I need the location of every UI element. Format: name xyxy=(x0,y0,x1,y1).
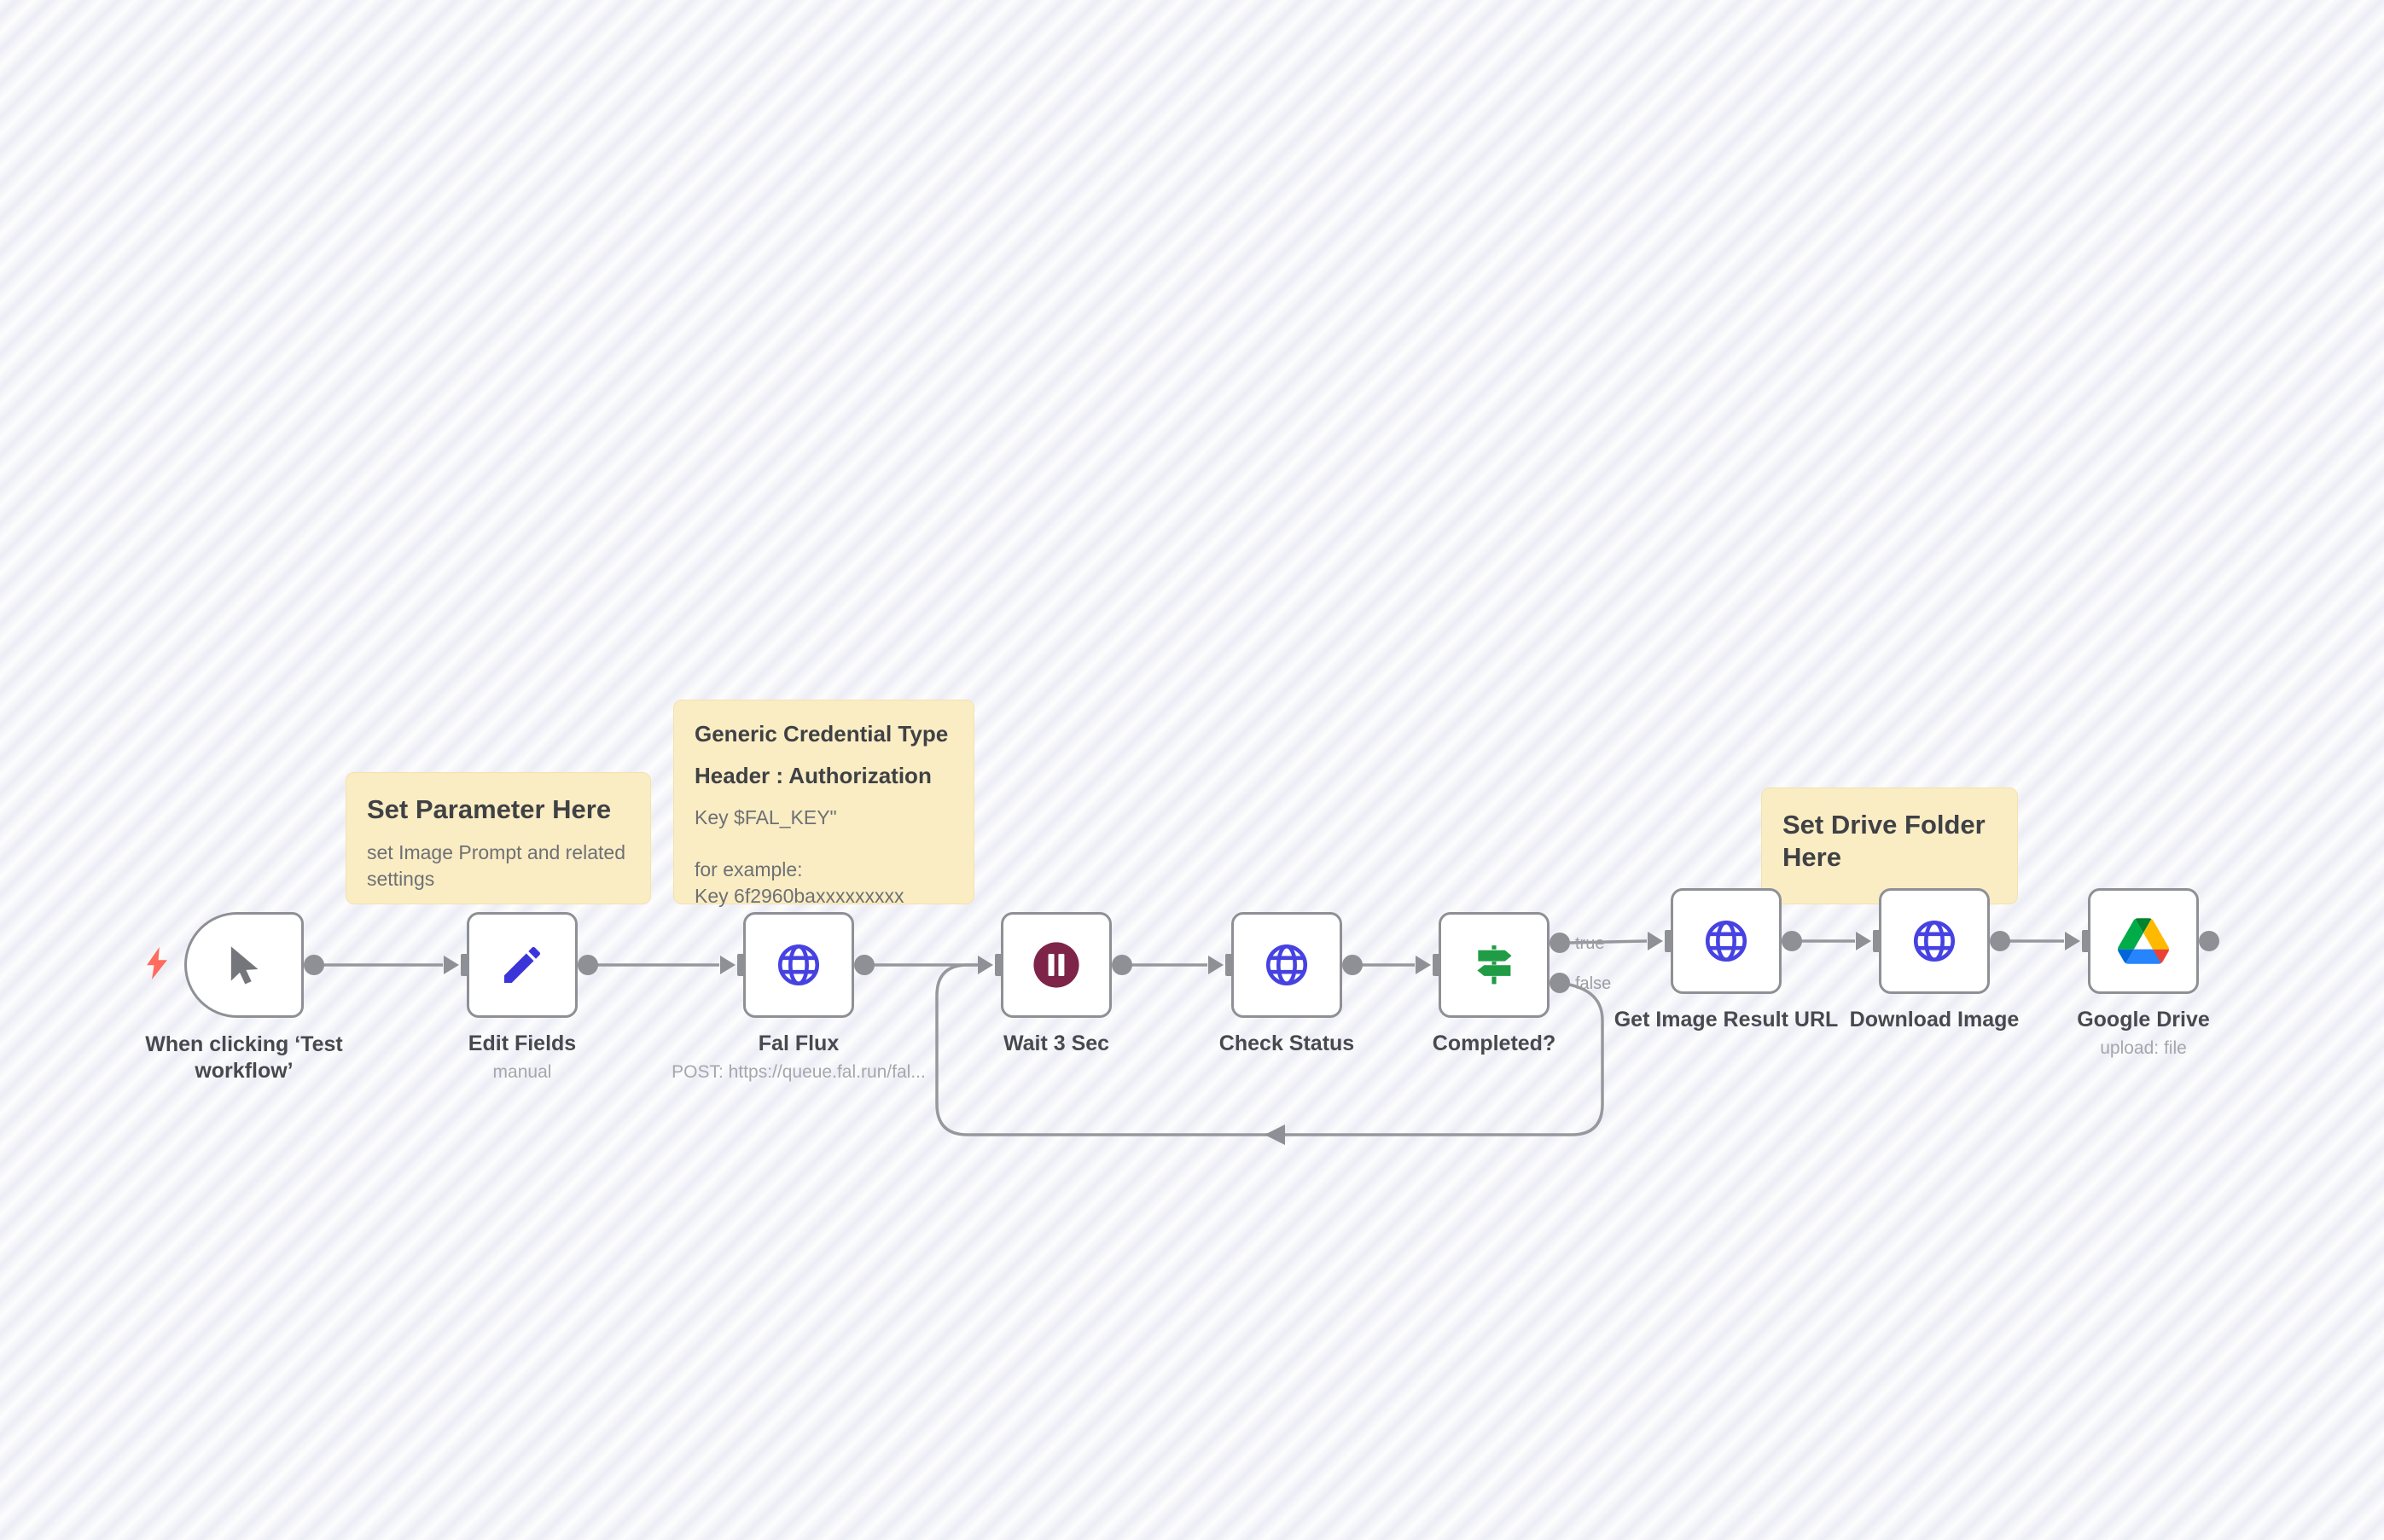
node-label: When clicking ‘Test workflow’ xyxy=(145,1032,343,1083)
sticky-title-line: Header : Authorization xyxy=(695,763,932,789)
output-endpoint[interactable] xyxy=(1342,955,1363,975)
node-body[interactable] xyxy=(1231,912,1342,1018)
node-google-drive[interactable]: Google Drive upload: file xyxy=(2077,888,2210,1058)
sticky-body-line: Key $FAL_KEY" xyxy=(695,806,837,829)
globe-icon xyxy=(1913,920,1956,962)
node-body[interactable] xyxy=(1671,888,1782,994)
output-endpoint[interactable] xyxy=(578,955,598,975)
node-label: Download Image xyxy=(1849,1008,2020,1032)
cursor-icon xyxy=(230,946,259,985)
sticky-body: set Image Prompt and related settings xyxy=(367,840,625,890)
globe-icon xyxy=(1265,944,1308,986)
node-label: Wait 3 Sec xyxy=(1003,1032,1110,1055)
node-body[interactable] xyxy=(2088,888,2199,994)
sticky-title: Set Parameter Here xyxy=(367,794,612,824)
branch-label-false: false xyxy=(1575,974,1611,993)
node-body[interactable] xyxy=(467,912,578,1018)
connection-completed-true-to-get-image[interactable] xyxy=(1569,939,1648,944)
node-sublabel: upload: file xyxy=(2100,1038,2187,1058)
node-body[interactable] xyxy=(743,912,854,1018)
node-label: Completed? xyxy=(1432,1032,1556,1055)
node-download-image[interactable]: Download Image xyxy=(1850,888,2019,1032)
node-label: Edit Fields xyxy=(468,1032,577,1055)
output-endpoint[interactable] xyxy=(1990,931,2010,951)
node-when-clicking-test-workflow[interactable]: When clicking ‘Test workflow’ xyxy=(145,912,343,1083)
node-label: Get Image Result URL xyxy=(1614,1008,1839,1032)
loop-arrowhead-icon xyxy=(1265,1124,1285,1145)
globe-icon xyxy=(777,944,820,986)
sticky-note-set-drive-folder[interactable]: Set Drive Folder Here xyxy=(1761,787,2018,904)
sticky-title-line: Generic Credential Type xyxy=(695,721,949,747)
google-drive-icon xyxy=(2118,918,2169,964)
pause-icon xyxy=(1033,942,1079,988)
execute-workflow-bolt-icon[interactable] xyxy=(147,947,167,979)
node-body[interactable] xyxy=(1439,912,1550,1018)
node-get-image-result-url[interactable]: Get Image Result URL xyxy=(1614,888,1838,1032)
node-label: Check Status xyxy=(1218,1032,1355,1055)
output-endpoint-false[interactable] xyxy=(1550,973,1570,993)
output-endpoint[interactable] xyxy=(1782,931,1802,951)
node-edit-fields[interactable]: Edit Fields manual xyxy=(467,912,578,1082)
sticky-body-line: Key 6f2960baxxxxxxxxx xyxy=(695,885,904,908)
sticky-body-line: for example: xyxy=(695,858,803,881)
node-sublabel: POST: https://queue.fal.run/fal... xyxy=(672,1062,926,1082)
sticky-note-set-parameter[interactable]: Set Parameter Here set Image Prompt and … xyxy=(346,772,651,904)
signpost-icon xyxy=(1477,945,1512,985)
output-endpoint[interactable] xyxy=(854,955,875,975)
output-endpoint-true[interactable] xyxy=(1550,933,1570,953)
sticky-title: Set Drive Folder Here xyxy=(1782,810,1986,872)
pencil-icon xyxy=(504,946,541,983)
node-body[interactable] xyxy=(1001,912,1112,1018)
output-endpoint[interactable] xyxy=(1112,955,1132,975)
node-label: Google Drive xyxy=(2077,1008,2210,1032)
output-endpoint[interactable] xyxy=(304,955,324,975)
node-check-status[interactable]: Check Status xyxy=(1219,912,1354,1055)
node-wait-3-sec[interactable]: Wait 3 Sec xyxy=(1001,912,1112,1055)
node-fal-flux[interactable]: Fal Flux POST: https://queue.fal.run/fal… xyxy=(672,912,926,1082)
globe-icon xyxy=(1705,920,1747,962)
sticky-note-credential-info[interactable]: Generic Credential Type Header : Authori… xyxy=(673,700,974,907)
node-completed-if[interactable]: Completed? xyxy=(1433,912,1555,1055)
node-sublabel: manual xyxy=(492,1062,552,1082)
node-body[interactable] xyxy=(1879,888,1990,994)
node-label: Fal Flux xyxy=(758,1032,840,1055)
node-body[interactable] xyxy=(184,912,304,1018)
branch-label-true: true xyxy=(1575,934,1604,953)
output-endpoint[interactable] xyxy=(2199,931,2219,951)
